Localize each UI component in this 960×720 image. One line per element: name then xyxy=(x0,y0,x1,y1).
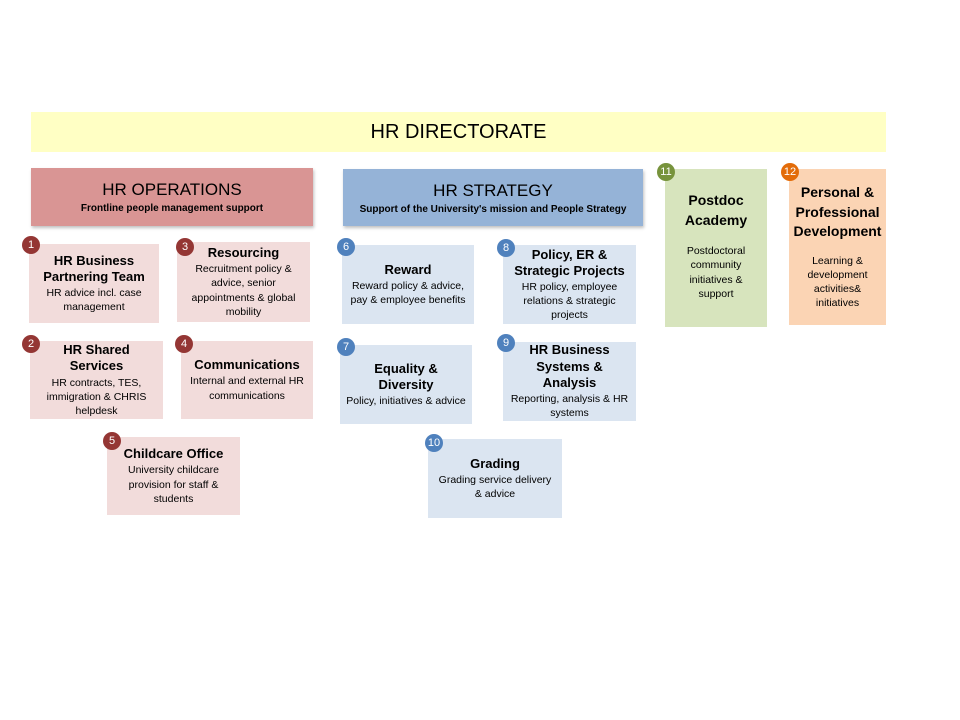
card-title: Equality & Diversity xyxy=(374,360,438,392)
card-grading: Grading Grading service delivery & advic… xyxy=(428,439,562,518)
strategy-header: HR STRATEGY Support of the University's … xyxy=(343,169,643,226)
card-description: HR advice incl. case management xyxy=(46,287,142,314)
card-resourcing: Resourcing Recruitment policy & advice, … xyxy=(177,242,310,322)
badge-8: 8 xyxy=(497,239,515,257)
strategy-title: HR STRATEGY xyxy=(433,180,553,200)
card-description: Recruitment policy & advice, senior appo… xyxy=(191,263,296,318)
card-hr-business-systems-analysis: HR Business Systems & Analysis Reporting… xyxy=(503,342,636,421)
card-description: Internal and external HR communications xyxy=(190,375,304,402)
card-hr-business-partnering: HR Business Partnering Team HR advice in… xyxy=(29,244,159,323)
operations-title: HR OPERATIONS xyxy=(102,180,242,199)
card-title: HR Shared Services xyxy=(63,342,130,374)
badge-4: 4 xyxy=(175,335,193,353)
operations-header: HR OPERATIONS Frontline people managemen… xyxy=(31,168,313,226)
operations-subtitle: Frontline people management support xyxy=(80,203,264,214)
card-title: Grading xyxy=(470,455,520,471)
card-personal-professional-development: Personal & Professional Development Lear… xyxy=(789,169,886,325)
card-title: HR Business Partnering Team xyxy=(43,252,145,284)
card-reward: Reward Reward policy & advice, pay & emp… xyxy=(342,245,474,324)
card-communications: Communications Internal and external HR … xyxy=(181,341,313,419)
directorate-banner: HR DIRECTORATE xyxy=(31,112,886,152)
badge-12: 12 xyxy=(781,163,799,181)
card-description: Grading service delivery & advice xyxy=(438,473,552,501)
card-description: Policy, initiatives & advice xyxy=(346,395,466,408)
card-description: University childcare provision for staff… xyxy=(127,464,220,505)
badge-2: 2 xyxy=(22,335,40,353)
badge-11: 11 xyxy=(657,163,675,181)
card-title: Policy, ER & Strategic Projects xyxy=(514,246,625,278)
card-title: Childcare Office xyxy=(123,446,224,462)
badge-9: 9 xyxy=(497,334,515,352)
card-policy-er-strategic-projects: Policy, ER & Strategic Projects HR polic… xyxy=(503,245,636,324)
badge-6: 6 xyxy=(337,238,355,256)
card-description: Reward policy & advice, pay & employee b… xyxy=(350,279,466,307)
badge-3: 3 xyxy=(176,238,194,256)
card-title: Resourcing xyxy=(207,245,280,261)
card-postdoc-academy: Postdoc Academy Postdoctoral community i… xyxy=(665,169,767,327)
card-description: HR policy, employee relations & strategi… xyxy=(521,281,618,322)
card-description: Learning & development activities& initi… xyxy=(807,254,868,310)
badge-10: 10 xyxy=(425,434,443,452)
card-title: Personal & Professional Development xyxy=(793,184,882,240)
strategy-subtitle: Support of the University's mission and … xyxy=(359,203,627,215)
badge-1: 1 xyxy=(22,236,40,254)
card-title: Postdoc Academy xyxy=(684,192,748,228)
directorate-title: HR DIRECTORATE xyxy=(370,120,547,143)
card-equality-diversity: Equality & Diversity Policy, initiatives… xyxy=(340,345,472,424)
card-title: HR Business Systems & Analysis xyxy=(529,342,610,390)
card-title: Communications xyxy=(194,357,300,373)
badge-7: 7 xyxy=(337,338,355,356)
card-hr-shared-services: HR Shared Services HR contracts, TES, im… xyxy=(30,341,163,419)
card-description: Reporting, analysis & HR systems xyxy=(510,393,629,420)
card-childcare-office: Childcare Office University childcare pr… xyxy=(107,437,240,515)
card-description: HR contracts, TES, immigration & CHRIS h… xyxy=(46,376,147,417)
badge-5: 5 xyxy=(103,432,121,450)
card-title: Reward xyxy=(384,261,432,277)
card-description: Postdoctoral community initiatives & sup… xyxy=(686,245,746,300)
